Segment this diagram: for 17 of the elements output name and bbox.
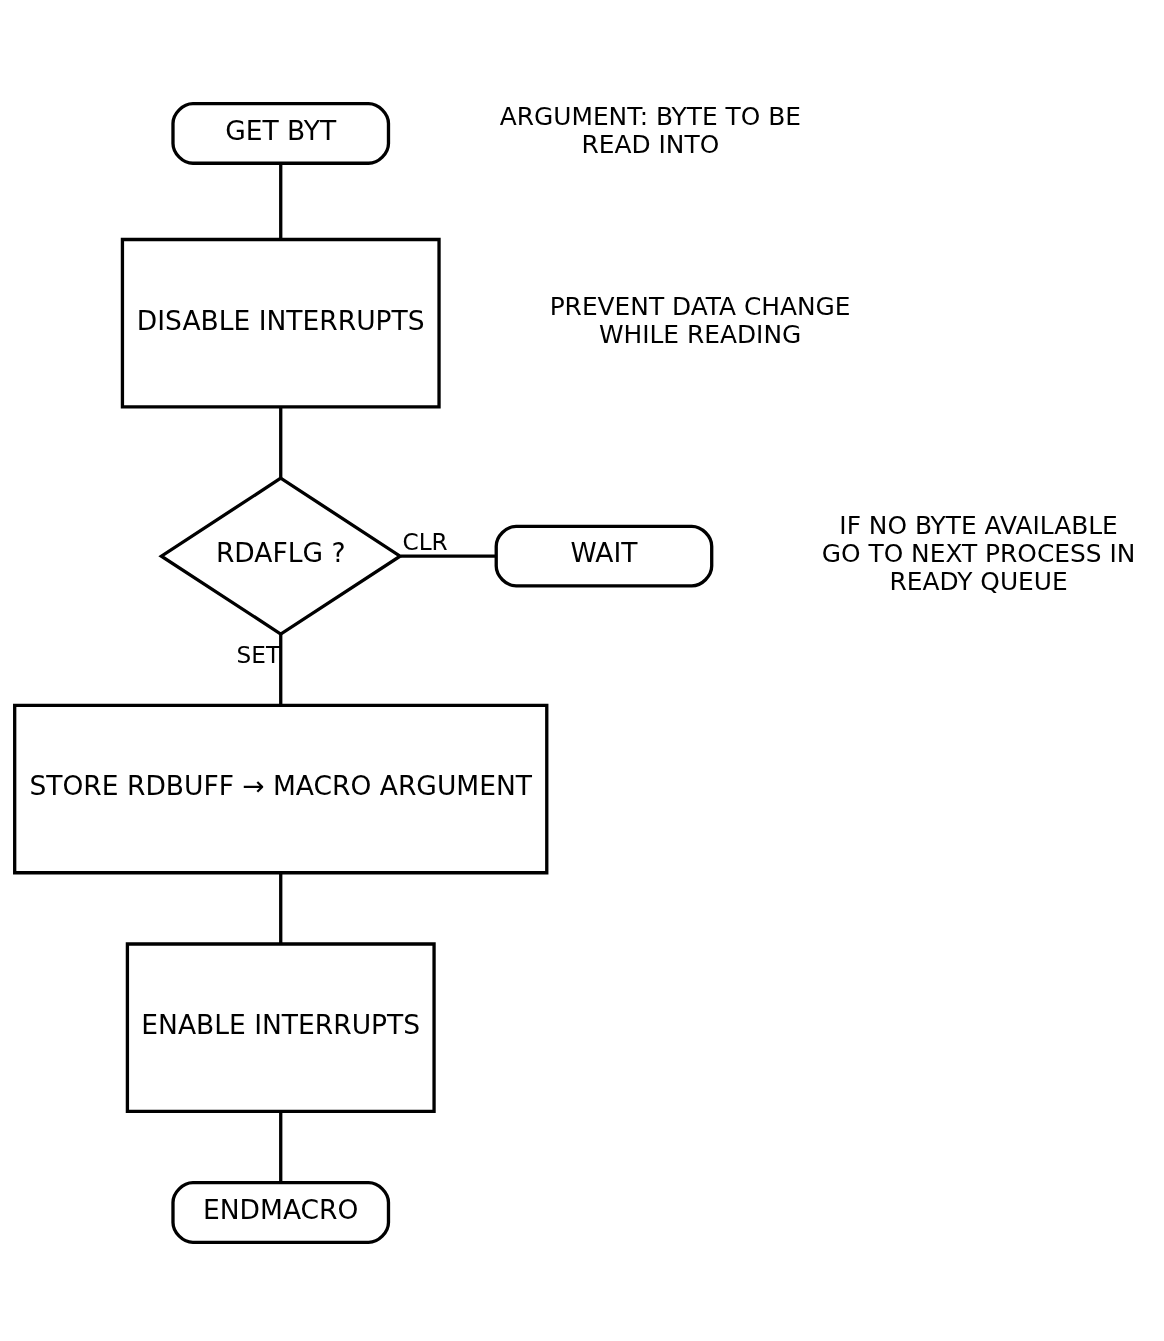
node-box: GET BYT: [171, 101, 391, 165]
node-box: STORE RDBUFF → MACRO ARGUMENT: [13, 703, 549, 875]
connector: [279, 407, 283, 479]
connector: [279, 1111, 283, 1183]
connector: [279, 163, 283, 239]
edge-label: CLR: [402, 527, 448, 555]
node-diamond: RDAFLG ?: [158, 476, 404, 636]
label: IF NO BYTE AVAILABLE GO TO NEXT PROCESS IN READY QUEUE: [821, 510, 1136, 597]
label: PREVENT DATA CHANGE WHILE READING: [549, 291, 851, 350]
connector: [279, 873, 283, 944]
node-box: ENABLE INTERRUPTS: [125, 942, 436, 1114]
node-box: WAIT: [494, 524, 714, 588]
connector: [400, 554, 496, 558]
node-box: ENDMACRO: [171, 1181, 391, 1245]
label: ARGUMENT: BYTE TO BE READ INTO: [499, 102, 802, 160]
node-box: DISABLE INTERRUPTS: [120, 237, 441, 409]
connector: [279, 634, 283, 705]
